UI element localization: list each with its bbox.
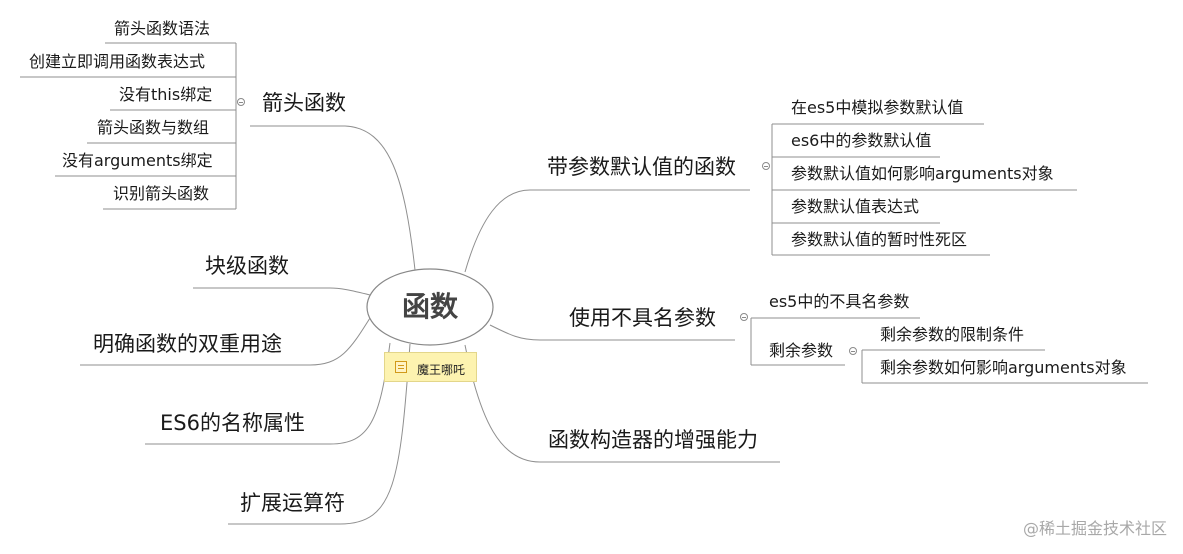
leaf-defaults-es5[interactable]: 在es5中模拟参数默认值	[791, 98, 964, 117]
author-badge: 魔王哪吒	[384, 352, 477, 382]
leaf-arrow-iife[interactable]: 创建立即调用函数表达式	[29, 52, 206, 71]
watermark: @稀土掘金技术社区	[1022, 519, 1167, 538]
collapse-toggle-unnamed[interactable]	[740, 313, 748, 321]
center-node-label[interactable]: 函数	[402, 290, 459, 323]
leaf-defaults-tdz[interactable]: 参数默认值的暂时性死区	[791, 230, 968, 249]
node-dual-purpose[interactable]: 明确函数的双重用途	[93, 332, 282, 356]
author-badge-text: 魔王哪吒	[417, 363, 466, 377]
collapse-toggle-defaults[interactable]	[762, 162, 770, 170]
connector-spread	[228, 343, 411, 525]
leaf-rest-limits[interactable]: 剩余参数的限制条件	[880, 325, 1025, 344]
node-name-property[interactable]: ES6的名称属性	[160, 411, 305, 435]
leaf-defaults-arguments[interactable]: 参数默认值如何影响arguments对象	[791, 164, 1054, 183]
connector-defaults	[464, 189, 750, 273]
note-icon	[395, 361, 407, 373]
leaf-arrow-no-this[interactable]: 没有this绑定	[119, 85, 213, 104]
leaf-arrow-syntax[interactable]: 箭头函数语法	[114, 19, 211, 38]
leaf-unnamed-es5[interactable]: es5中的不具名参数	[769, 292, 910, 311]
connector-arrow	[250, 125, 416, 271]
connector-unnamed	[489, 324, 735, 341]
connector-dual	[80, 317, 371, 366]
leaf-defaults-es6[interactable]: es6中的参数默认值	[791, 131, 932, 150]
node-constructor-enhancements[interactable]: 函数构造器的增强能力	[548, 428, 758, 452]
connector-block	[193, 287, 371, 296]
leaf-arrow-no-arguments[interactable]: 没有arguments绑定	[62, 151, 213, 170]
node-spread-operator[interactable]: 扩展运算符	[240, 491, 345, 515]
node-unnamed-params[interactable]: 使用不具名参数	[569, 306, 716, 330]
center-node-shape	[366, 268, 494, 346]
collapse-toggle-arrow[interactable]	[237, 98, 245, 106]
leaf-arrow-arrays[interactable]: 箭头函数与数组	[97, 118, 210, 137]
leaf-defaults-expressions[interactable]: 参数默认值表达式	[791, 197, 920, 216]
collapse-toggle-rest[interactable]	[849, 347, 857, 355]
node-default-params[interactable]: 带参数默认值的函数	[547, 155, 736, 179]
leaf-rest-params[interactable]: 剩余参数	[769, 341, 834, 360]
leaf-arrow-identify[interactable]: 识别箭头函数	[113, 184, 210, 203]
leaf-rest-arguments[interactable]: 剩余参数如何影响arguments对象	[880, 358, 1127, 377]
node-arrow-functions[interactable]: 箭头函数	[262, 91, 346, 115]
node-block-functions[interactable]: 块级函数	[205, 254, 289, 278]
